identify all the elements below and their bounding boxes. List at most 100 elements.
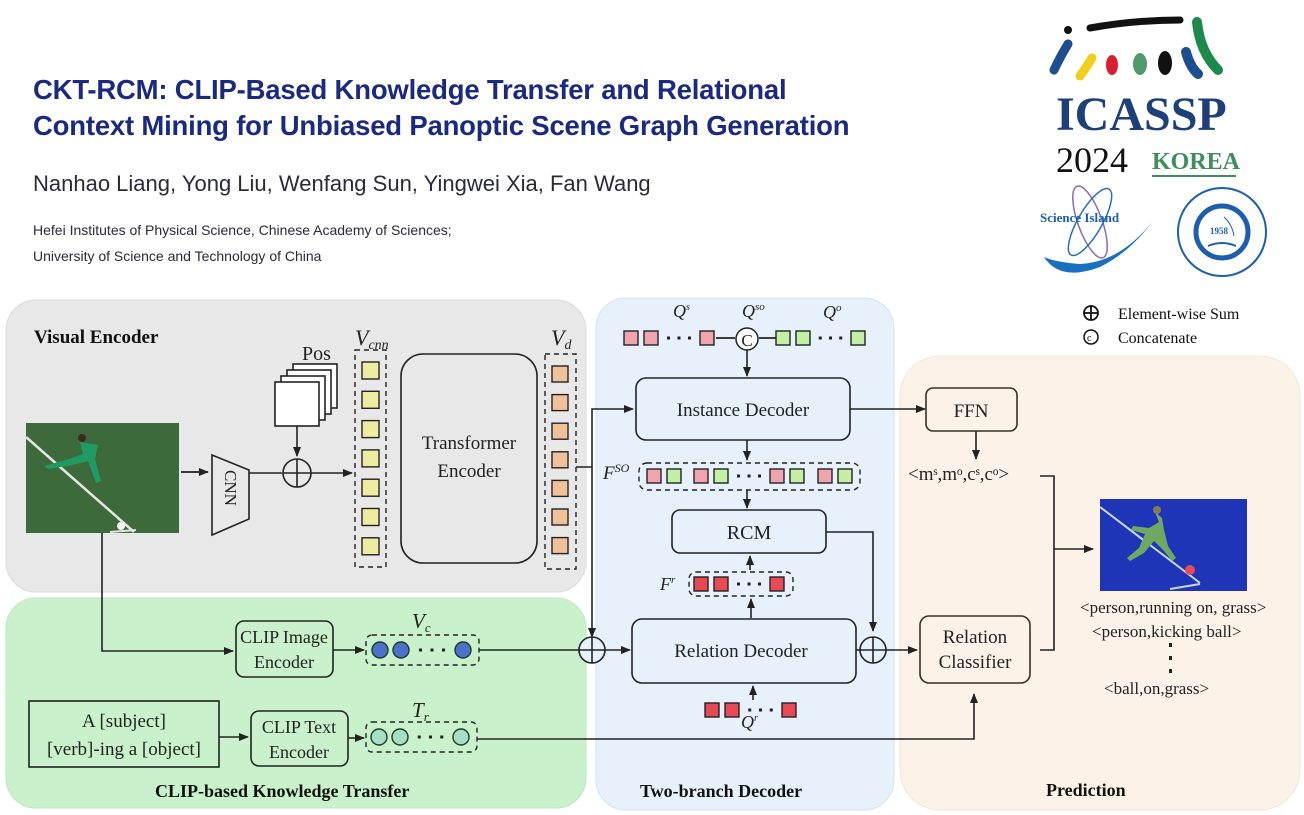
science-island-label: Science Island (1040, 210, 1120, 225)
vcnn-token (361, 478, 380, 497)
fr-tokens (693, 576, 785, 592)
fso-object-token (666, 468, 682, 484)
clip-image-encoder-label-1: CLIP Image (240, 627, 328, 647)
vcnn-token (361, 537, 380, 556)
decoder-title: Two-branch Decoder (640, 781, 802, 801)
triplet-3: <ball,on,grass> (1104, 679, 1209, 698)
vd-tokens (551, 365, 569, 555)
subject-query-tokens (623, 330, 715, 346)
decoder-panel (595, 297, 895, 811)
relation-classifier-label-2: Classifier (939, 652, 1012, 673)
vd-label: Vd (551, 325, 572, 353)
vcnn-token (361, 419, 380, 439)
tr-label: Tr (412, 698, 430, 724)
ve-token (371, 641, 389, 659)
ellipsis-dot (829, 336, 832, 340)
vcnn-tokens (361, 361, 380, 556)
ustc-seal-icon: 1958 (1177, 187, 1267, 277)
ve-token (392, 641, 410, 659)
ellipsis-dot (430, 648, 434, 652)
vcnn-label: Vcnn (355, 325, 389, 353)
vd-token (551, 479, 569, 498)
icassp-mark-icon (1049, 16, 1223, 81)
ellipsis-dot (747, 582, 751, 586)
ellipsis-dot (429, 735, 432, 739)
relation-classifier-block (919, 615, 1031, 684)
ellipsis-dot (769, 708, 773, 712)
rcm-label: RCM (727, 522, 772, 544)
clip-image-encoder-block (235, 620, 334, 678)
icassp-location: KOREA (1152, 149, 1241, 175)
vcnn-container (354, 349, 387, 568)
concatenate-icon: c (1083, 329, 1099, 345)
vd-token (551, 508, 569, 526)
ellipsis-dot (758, 474, 761, 478)
qr-label: Qr (741, 712, 758, 732)
transformer-label-2: Encoder (437, 461, 501, 482)
vd-token (551, 536, 569, 555)
fso-object-token (789, 468, 805, 484)
prediction-image (1099, 499, 1247, 591)
tr-token (391, 728, 409, 746)
vcnn-token (361, 449, 380, 468)
ellipsis-dot (442, 648, 445, 652)
prediction-title: Prediction (1046, 780, 1126, 800)
ellipsis-dot (747, 474, 751, 478)
relation-query-token (704, 702, 720, 718)
prompt-line-2: [verb]-ing a [object] (47, 739, 201, 760)
legend: Element-wise Sum c Concatenate (1083, 305, 1240, 347)
object-query-tokens (775, 330, 866, 346)
object-query-token (775, 330, 791, 346)
fr-token (693, 576, 709, 592)
relation-decoder-label: Relation Decoder (674, 641, 808, 662)
tr-container (365, 721, 478, 753)
relation-query-token (781, 702, 797, 718)
svg-text:C: C (741, 331, 752, 350)
title-line-2: Context Mining for Unbiased Panoptic Sce… (33, 110, 850, 141)
relation-query-token (724, 702, 740, 718)
ustc-year: 1958 (1210, 226, 1229, 236)
element-wise-sum-icon (1083, 305, 1099, 321)
clip-text-encoder-label-2: Encoder (269, 742, 329, 762)
relation-decoder-block (631, 618, 857, 684)
transformer-encoder-block (400, 353, 538, 564)
clip-image-encoder-label-2: Encoder (254, 652, 314, 672)
fso-subject-token (769, 468, 785, 484)
ellipsis-dot (748, 708, 752, 712)
fso-object-token (837, 468, 853, 484)
poster-title: CKT-RCM: CLIP-Based Knowledge Transfer a… (33, 72, 850, 144)
text-prompt-box (28, 700, 220, 768)
qso-label: Qso (742, 301, 765, 321)
vcnn-token (361, 507, 380, 527)
affiliation-2: University of Science and Technology of … (33, 248, 322, 264)
subject-query-token (643, 330, 659, 346)
triplet-1: <person,running on, grass> (1080, 598, 1266, 617)
vd-token (551, 451, 569, 469)
vd-container (544, 353, 577, 570)
transformer-label-1: Transformer (422, 433, 517, 454)
svg-text:c: c (1087, 333, 1092, 344)
ellipsis-dot (737, 582, 740, 586)
title-line-1: CKT-RCM: CLIP-Based Knowledge Transfer a… (33, 74, 787, 105)
legend-sum-label: Element-wise Sum (1118, 306, 1240, 323)
triplet-2: <person,kicking ball> (1092, 622, 1241, 641)
ve-token (454, 641, 472, 659)
concatenate-icon: C (735, 327, 759, 351)
ellipsis-dot (759, 708, 762, 712)
vertical-ellipsis-icon (1169, 643, 1172, 673)
positional-encoding-stack (274, 363, 338, 427)
fr-token (713, 576, 729, 592)
ellipsis-dot (667, 336, 670, 340)
vcnn-token (361, 390, 380, 409)
visual-encoder-title: Visual Encoder (34, 327, 159, 348)
ffn-block (925, 387, 1018, 432)
authors: Nanhao Liang, Yong Liu, Wenfang Sun, Yin… (33, 171, 651, 196)
element-wise-sum-icon (282, 458, 312, 488)
tr-tokens (370, 728, 470, 746)
vcnn-token (361, 361, 380, 380)
fr-token (769, 576, 785, 592)
science-island-logo-icon: Science Island (1040, 185, 1152, 273)
ve-label: Vc (412, 609, 431, 635)
ellipsis-dot (758, 582, 761, 586)
